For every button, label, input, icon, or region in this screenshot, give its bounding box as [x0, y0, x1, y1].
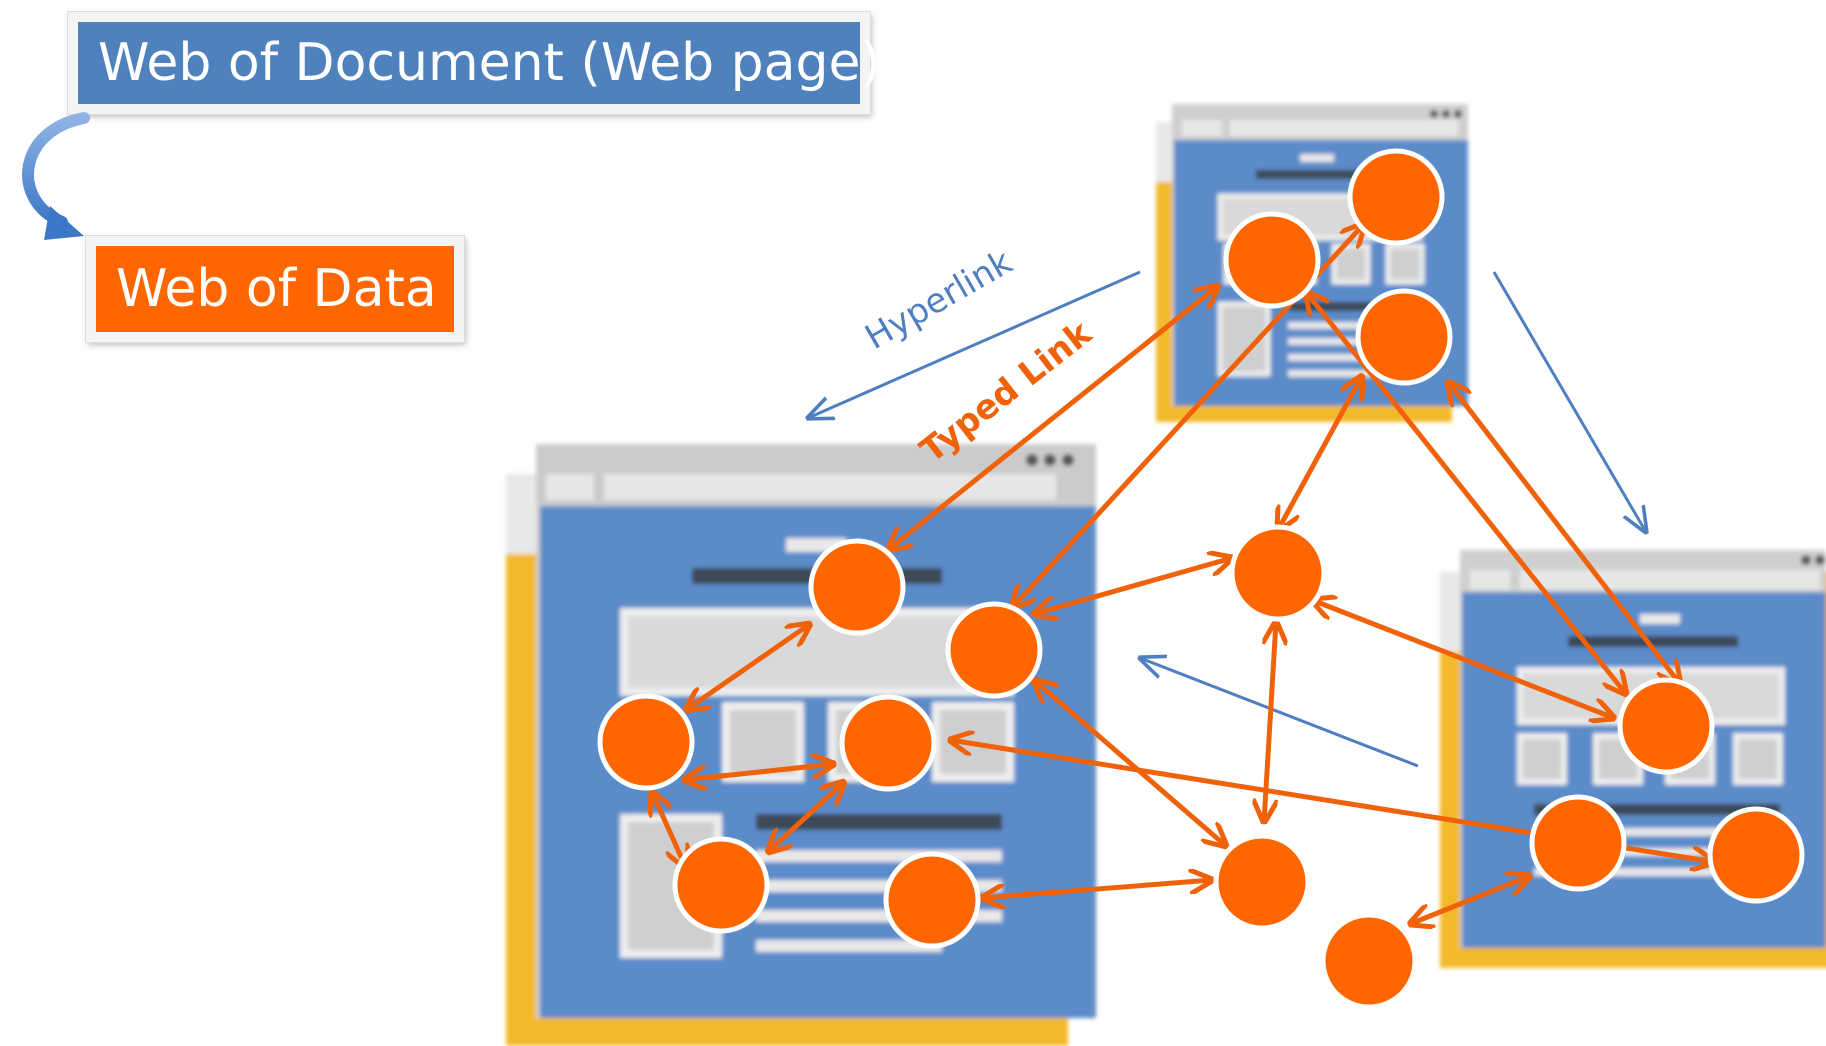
data-node — [883, 851, 981, 949]
web-page-large — [506, 444, 1096, 1046]
data-node — [1529, 794, 1627, 892]
typed-link-arrow — [686, 624, 810, 710]
data-node — [1223, 211, 1321, 309]
data-node — [1229, 524, 1327, 622]
typed-link-arrow — [684, 764, 834, 780]
hyperlink-label: Hyperlink — [859, 242, 1020, 358]
data-node — [1355, 288, 1453, 386]
data-node — [945, 601, 1043, 699]
transition-curve-arrow-icon — [22, 112, 90, 240]
data-node — [1707, 806, 1805, 904]
typed-link-arrow — [982, 880, 1212, 898]
web-of-data-label: Web of Data — [86, 236, 464, 342]
data-nodes — [597, 148, 1805, 1010]
hyperlink-arrow-right-to-left — [1140, 658, 1419, 768]
typed-link-arrow — [652, 792, 686, 868]
data-node — [839, 694, 937, 792]
typed-link-arrow — [768, 782, 844, 852]
hyperlink-arrow-top-to-right — [1492, 271, 1646, 532]
typed-link-arrow — [1034, 558, 1232, 614]
data-node — [597, 693, 695, 791]
web-of-document-label: Web of Document (Web page) — [68, 12, 881, 114]
data-node — [808, 538, 906, 636]
data-node — [672, 836, 770, 934]
data-node — [1347, 148, 1445, 246]
typed-link-arrow — [1410, 876, 1530, 924]
typed-link-arrow — [1448, 382, 1680, 684]
data-node — [1213, 833, 1311, 931]
data-node — [1320, 912, 1418, 1010]
data-node — [1617, 677, 1715, 775]
typed-link-arrow — [1312, 600, 1614, 718]
